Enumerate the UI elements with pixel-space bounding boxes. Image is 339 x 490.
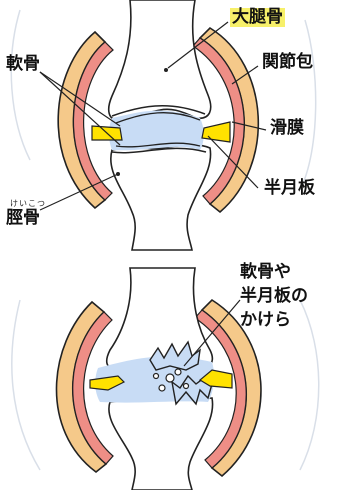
label-meniscus: 半月板 — [264, 180, 315, 197]
label-joint-capsule: 関節包 — [262, 54, 313, 71]
fragment-circle — [154, 374, 159, 379]
label-femur: 大腿骨 — [230, 8, 285, 27]
femur-bone — [109, 0, 211, 120]
label-tibia: 脛骨 — [6, 210, 40, 227]
healthy-knee — [40, 0, 266, 250]
tibia-bone — [111, 145, 211, 250]
meniscus-right — [202, 122, 230, 142]
fragment-circle — [175, 369, 181, 375]
tibia-bone-2 — [109, 398, 213, 490]
fragment-circle — [166, 374, 174, 382]
label-synovium: 滑膜 — [270, 120, 304, 137]
label-fragments-line3: かけら — [240, 312, 291, 329]
fragment-circle — [184, 384, 189, 389]
point-dot-femur — [164, 68, 168, 72]
degenerated-knee — [56, 268, 260, 490]
label-fragments-line2: 半月板の — [240, 288, 308, 305]
label-cartilage: 軟骨 — [6, 56, 40, 73]
label-fragments-line1: 軟骨や — [240, 264, 291, 281]
fragment-circle — [159, 385, 165, 391]
